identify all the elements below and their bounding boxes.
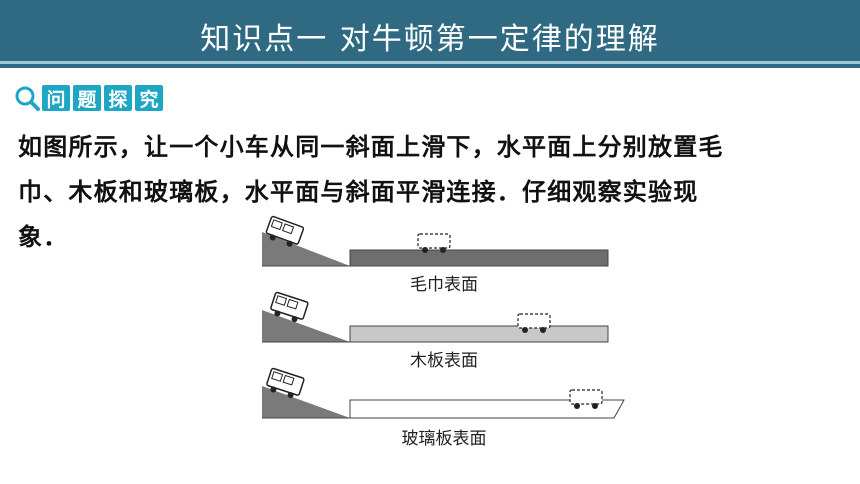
caption-towel: 毛巾表面 xyxy=(410,275,478,295)
towel-panel xyxy=(262,215,609,267)
tag-char: 探 xyxy=(104,85,132,111)
tag-char: 题 xyxy=(73,85,101,111)
caption-glass: 玻璃板表面 xyxy=(401,429,487,449)
ramp xyxy=(262,232,350,266)
text-line: 象． xyxy=(18,222,69,251)
car-start-icon xyxy=(266,367,305,399)
title-bar: 知识点一 对牛顿第一定律的理解 xyxy=(0,0,860,68)
tag-char: 究 xyxy=(135,85,163,111)
title-underline xyxy=(0,61,860,64)
car-end-icon xyxy=(517,313,551,333)
text-line: 巾、木板和玻璃板，水平面与斜面平滑连接．仔细观察实验现 xyxy=(18,177,699,206)
car-start-icon xyxy=(270,291,309,323)
glass-panel xyxy=(262,367,625,419)
text-line: 如图所示，让一个小车从同一斜面上滑下，水平面上分别放置毛 xyxy=(18,132,724,161)
car-end-icon xyxy=(417,233,451,253)
page-title: 知识点一 对牛顿第一定律的理解 xyxy=(200,22,660,57)
board-panel xyxy=(262,291,609,343)
magnifier-icon xyxy=(15,86,40,111)
experiment-figure: 毛巾表面 木板表面 玻璃板表面 xyxy=(258,210,630,449)
board-surface xyxy=(349,325,609,343)
tag-char: 问 xyxy=(42,85,70,111)
experiment-diagram xyxy=(262,215,625,419)
towel-surface xyxy=(349,249,609,267)
section-tag: 问 题 探 究 xyxy=(14,84,163,112)
question-text: 如图所示，让一个小车从同一斜面上滑下，水平面上分别放置毛 巾、木板和玻璃板，水平… xyxy=(18,124,846,259)
caption-board: 木板表面 xyxy=(410,351,478,371)
car-start-icon xyxy=(265,215,305,247)
car-end-icon xyxy=(569,389,603,409)
